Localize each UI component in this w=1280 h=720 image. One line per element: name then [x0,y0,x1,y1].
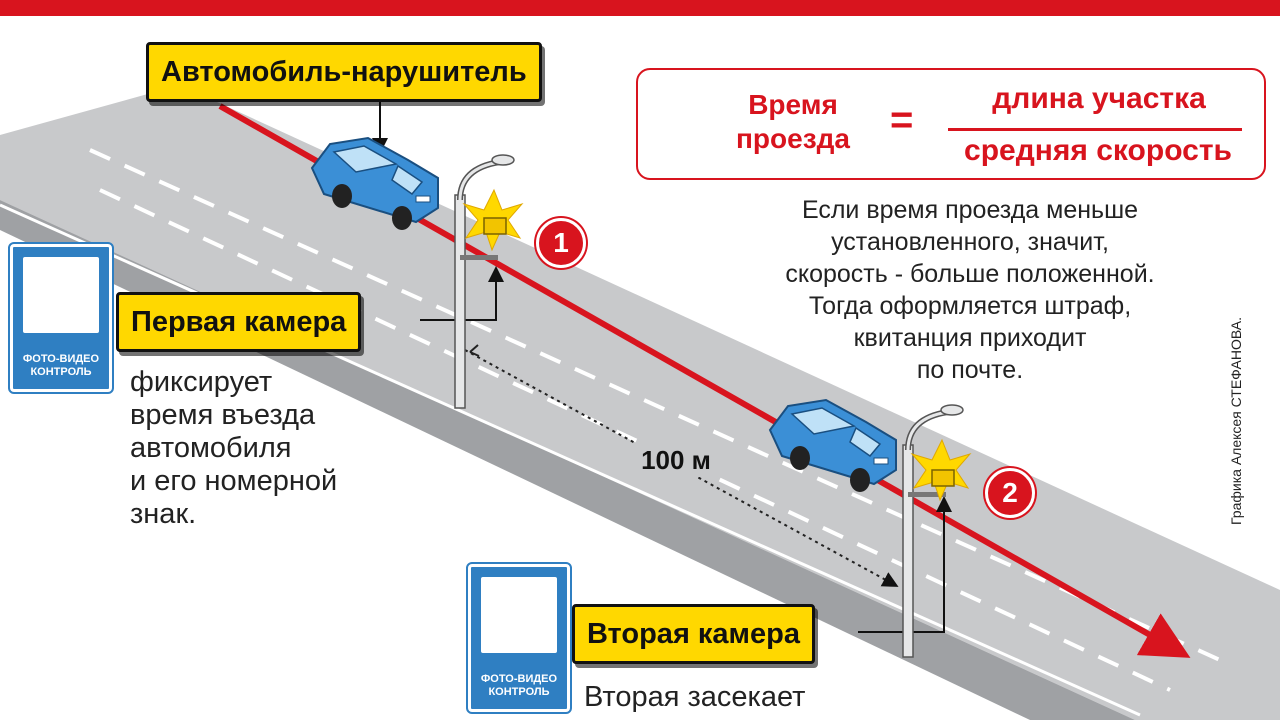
formula-denominator: средняя скорость [964,134,1232,167]
sign-panel [481,577,557,653]
photo-video-sign-2: ФОТО-ВИДЕО КОНТРОЛЬ [466,562,572,714]
camera-1-marker: 1 [536,218,586,268]
camera-1-connector [420,266,504,321]
explanation-text: Если время проезда меньше установленного… [710,194,1230,386]
violator-car-label: Автомобиль-нарушитель [146,42,542,102]
description-line: и его номерной [130,465,338,497]
first-camera-label: Первая камера [116,292,362,352]
formula-left: Время проезда [734,88,852,156]
explanation-line: квитанция приходит [853,324,1087,352]
lane-solid-edge [0,203,1141,717]
formula-fraction-bar [948,128,1242,131]
first-camera-description: фиксирует время въезда автомобиля и его … [130,366,337,531]
camera-2-flash [910,438,972,502]
description-line: автомобиля [130,432,292,464]
road-surface [0,85,1280,720]
lane-dash-upper [89,148,1221,662]
street-lamp-icon [454,154,515,409]
sign-caption-line: ФОТО-ВИДЕО [22,352,100,365]
formula-left-line-1: Время [748,89,838,120]
formula-box: Время проезда = длина участка средняя ск… [636,68,1266,180]
photo-video-sign-1: ФОТО-ВИДЕО КОНТРОЛЬ [8,242,114,394]
formula-left-line-2: проезда [736,123,850,154]
explanation-line: по почте. [916,356,1024,384]
sign-caption-line: КОНТРОЛЬ [30,366,92,379]
sign-panel [23,257,99,333]
explanation-line: установленного, значит, [831,228,1109,256]
sign-caption-line: ФОТО-ВИДЕО [480,672,558,685]
explanation-line: Тогда оформляется штраф, [808,292,1132,320]
camera-2-connector [858,496,952,633]
formula-numerator: длина участка [992,82,1206,115]
description-line: знак. [130,498,197,530]
explanation-line: скорость - больше положенной. [785,260,1155,288]
car-icon [310,136,439,230]
formula-equals: = [890,98,914,142]
car-icon [768,398,897,492]
street-lamp-icon [902,404,964,658]
header-banner [0,0,1280,16]
sign-caption: ФОТО-ВИДЕО КОНТРОЛЬ [13,353,109,381]
camera-2-marker: 2 [985,468,1035,518]
sign-caption-line: КОНТРОЛЬ [488,686,550,699]
graphic-credit: Графика Алексея СТЕФАНОВА. [1228,317,1244,525]
explanation-line: Если время проезда меньше [801,196,1139,224]
camera-1-flash [462,188,524,252]
second-camera-description: Вторая засекает [584,681,806,713]
distance-label: 100 м [628,443,724,477]
second-camera-label: Вторая камера [572,604,815,664]
distance-arrow-start [469,344,480,357]
sign-caption: ФОТО-ВИДЕО КОНТРОЛЬ [471,673,567,701]
lane-dash-lower [99,188,1171,692]
description-line: время въезда [130,399,316,431]
description-line: фиксирует [130,366,273,398]
